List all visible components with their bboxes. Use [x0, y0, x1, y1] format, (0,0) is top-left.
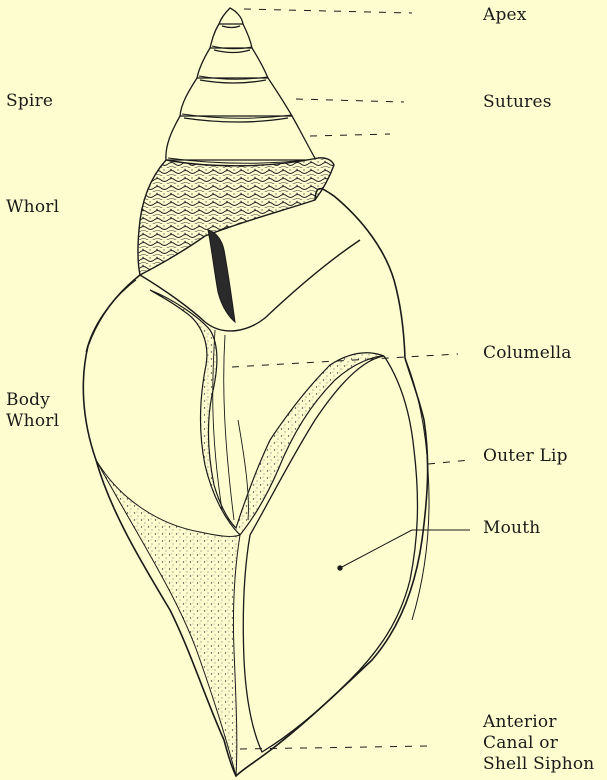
sutures-leader-1: [296, 99, 404, 102]
label-anterior-canal: Anterior Canal or Shell Siphon: [483, 712, 594, 775]
outer-lip-leader: [428, 460, 470, 464]
label-body-whorl: Body Whorl: [6, 390, 59, 432]
label-spire: Spire: [6, 91, 53, 112]
columella-stem: [208, 230, 235, 322]
columella-fold: [150, 290, 384, 535]
columella-lines: [213, 330, 249, 520]
label-outer-lip: Outer Lip: [483, 446, 568, 467]
label-whorl: Whorl: [6, 197, 59, 218]
spire: [166, 8, 316, 160]
mouth-outline: [243, 356, 417, 752]
label-mouth: Mouth: [483, 518, 540, 539]
mouth-leader: [338, 530, 470, 570]
label-sutures: Sutures: [483, 92, 552, 113]
label-columella: Columella: [483, 343, 572, 364]
whorl-band: [138, 158, 334, 275]
sutures-leader-2: [310, 134, 390, 136]
apex-leader: [244, 9, 412, 13]
sutures: [168, 46, 316, 163]
label-apex: Apex: [483, 5, 527, 26]
